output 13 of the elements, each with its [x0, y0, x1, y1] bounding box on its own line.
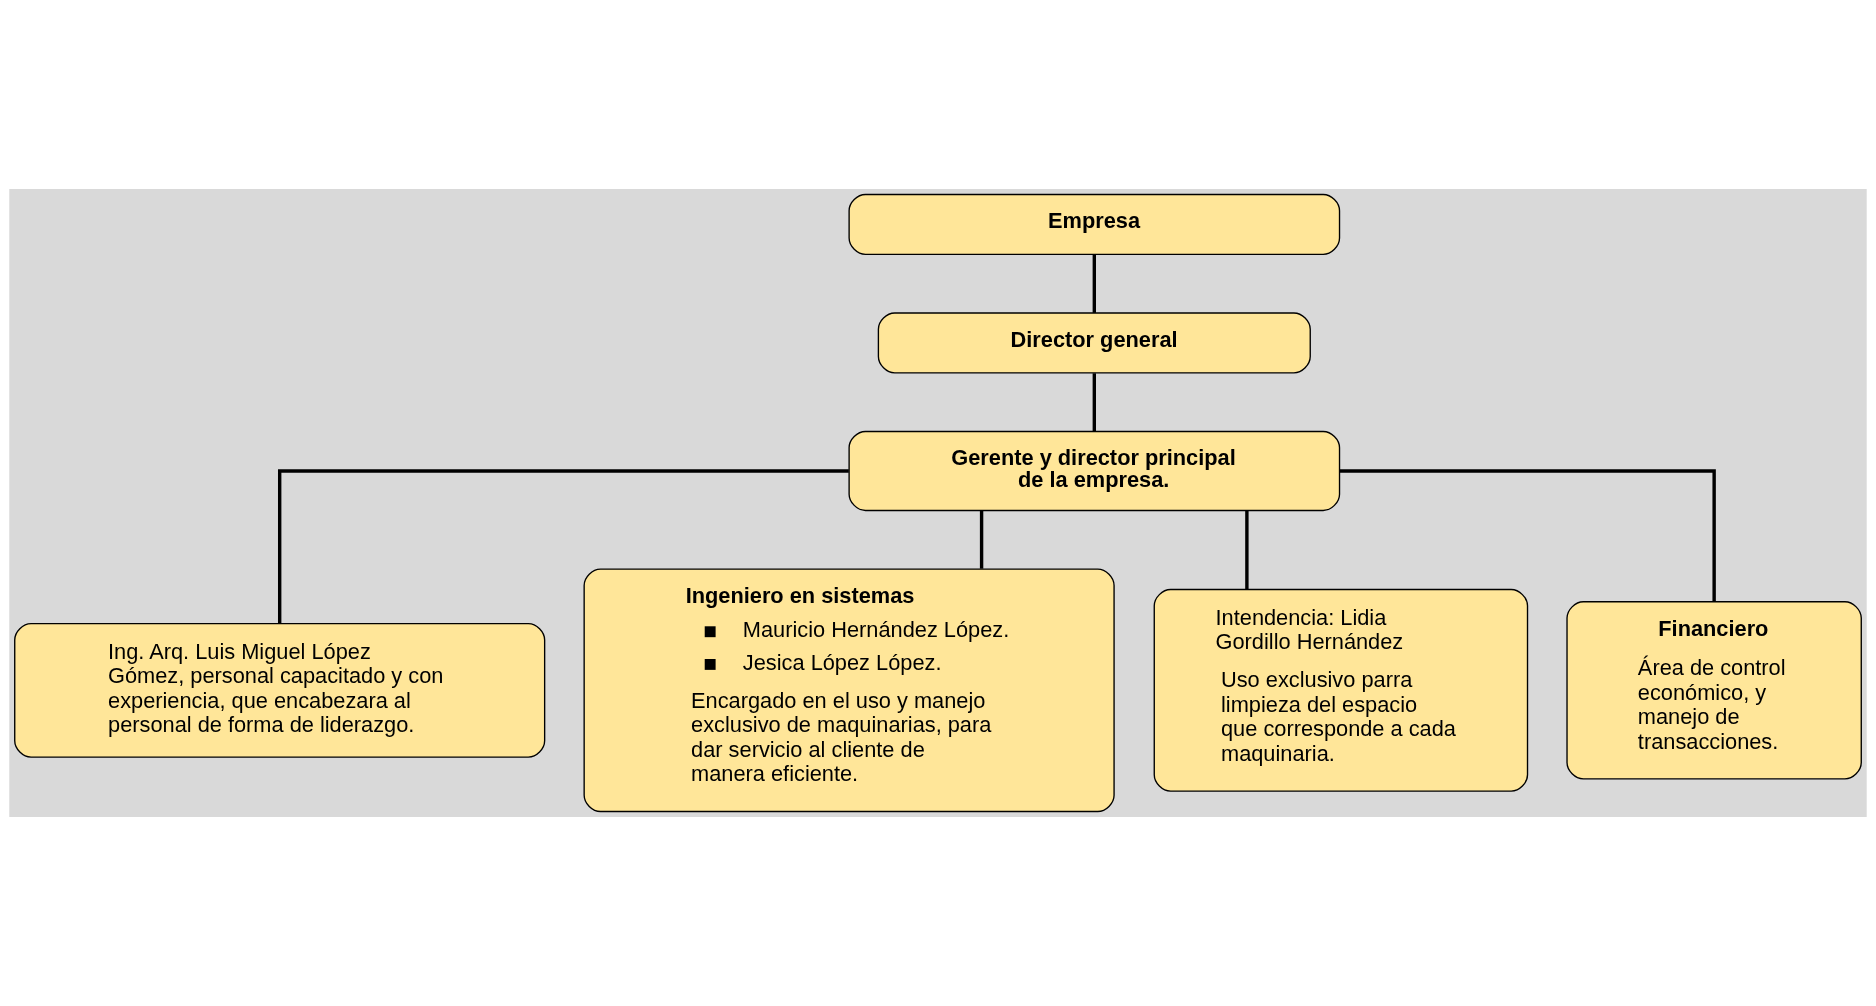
connector [1092, 373, 1097, 432]
node-box: Intendencia: Lidia Gordillo Hernández Uso exclusivo parra limpieza del espacio que corresponde a cada maquinaria. [1153, 588, 1529, 792]
node-box: Financiero Área de control económico, y manejo de transacciones. [1566, 601, 1862, 780]
connector [278, 469, 849, 624]
connector [979, 510, 984, 569]
connector [1092, 254, 1097, 313]
node-box: Gerente y director principal de la empresa. [848, 430, 1341, 512]
node-box: Empresa [848, 193, 1341, 256]
connector [1245, 510, 1249, 590]
node-box: Ingeniero en sistemas Mauricio Hernández López. Jesica López López. Encargado en el uso y manejo exclusivo de maquinarias, para dar servicio al cliente de manera eficiente. [583, 568, 1115, 813]
node-box: Director general [877, 312, 1311, 374]
connector [1339, 469, 1716, 602]
node-box: Ing. Arq. Luis Miguel López Gómez, personal capacitado y con experiencia, que encabezara al personal de forma de liderazgo. [14, 622, 546, 758]
